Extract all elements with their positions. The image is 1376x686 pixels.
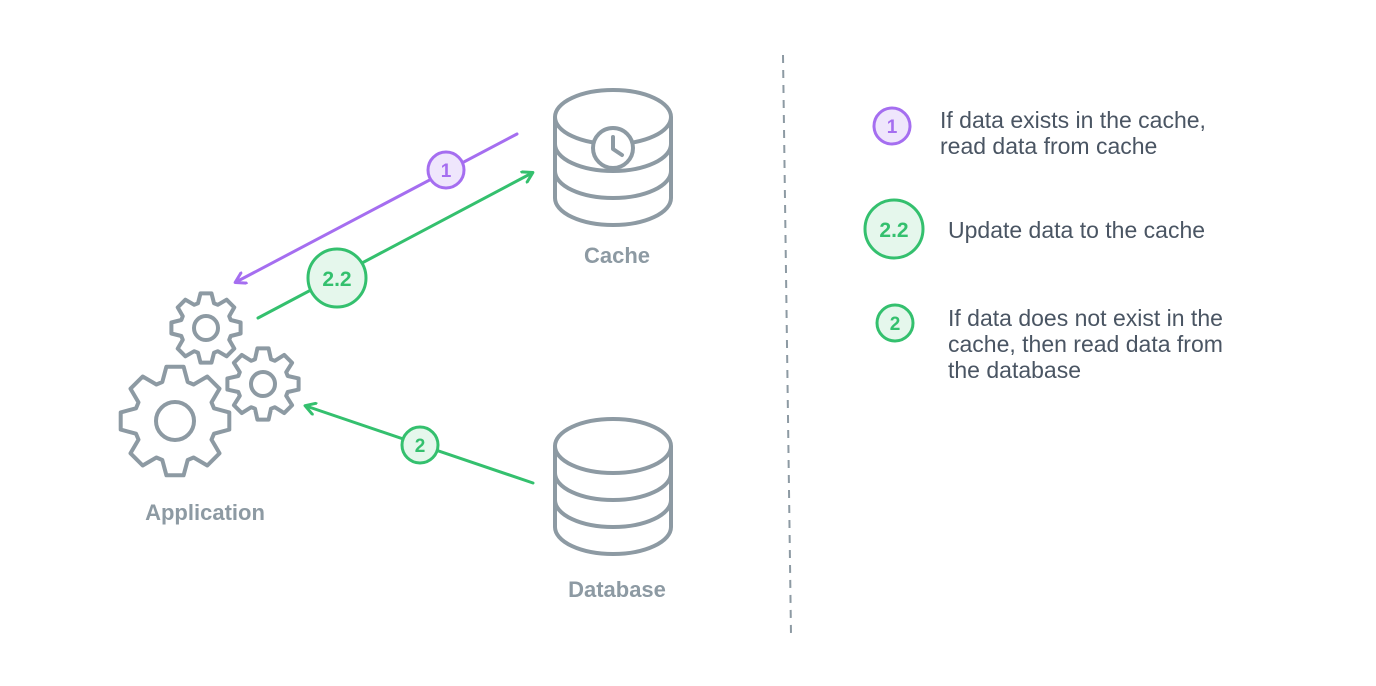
legend-badge-2-2: 2.2: [863, 198, 925, 260]
legend-text-line: If data exists in the cache,: [940, 107, 1206, 133]
arrow-read-cache: [236, 132, 519, 282]
svg-text:2.2: 2.2: [322, 268, 351, 291]
svg-text:1: 1: [887, 117, 898, 138]
svg-text:2: 2: [890, 314, 901, 335]
svg-text:2: 2: [415, 436, 426, 457]
large-gear-icon: [118, 364, 232, 478]
gears-icon: [118, 291, 301, 478]
cache-database-clock-icon: [553, 88, 673, 227]
badge-read-cache: 1: [426, 150, 466, 190]
legend-text-read-cache: If data exists in the cache, read data f…: [940, 107, 1206, 159]
legend-badge-1: 1: [872, 106, 912, 146]
badge-read-database: 2: [400, 425, 440, 465]
legend-badge-2: 2: [875, 303, 915, 343]
divider-line: [782, 54, 792, 636]
legend-text-update-cache: Update data to the cache: [948, 217, 1205, 243]
application-label: Application: [145, 500, 265, 525]
legend-text-line: read data from cache: [940, 133, 1158, 159]
arrow-update-cache: [256, 173, 532, 320]
legend-text-line: Update data to the cache: [948, 217, 1206, 243]
legend-text-read-database: If data does not exist in the cache, the…: [948, 305, 1223, 383]
legend-text-line: the database: [948, 357, 1082, 383]
svg-text:1: 1: [441, 161, 452, 182]
legend-text-line: cache, then read data from: [948, 331, 1223, 357]
badge-update-cache: 2.2: [306, 247, 368, 309]
database-icon: [553, 417, 673, 556]
legend-text-line: If data does not exist in the: [948, 305, 1223, 331]
small-gear-right-icon: [225, 346, 301, 422]
small-gear-top-icon: [169, 291, 243, 365]
cache-label: Cache: [584, 243, 650, 268]
database-label: Database: [568, 577, 666, 602]
svg-text:2.2: 2.2: [879, 219, 908, 242]
